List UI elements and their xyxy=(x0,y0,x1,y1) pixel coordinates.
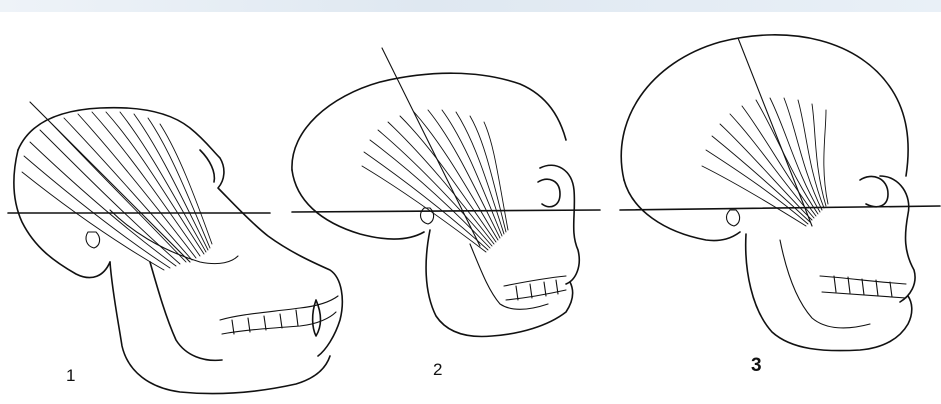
skull-2 xyxy=(292,48,579,336)
skull-3-orbit xyxy=(860,176,888,206)
skull-2-orbit xyxy=(538,179,560,206)
skull-1-temporalis-muscle xyxy=(22,112,212,270)
skull-1-brow xyxy=(200,150,214,182)
skull-2-label: 2 xyxy=(433,360,442,380)
skull-1-ramus xyxy=(150,262,222,360)
horizontal-reference-line-3 xyxy=(620,206,940,210)
skull-2-face xyxy=(540,165,579,284)
skull-1-ear xyxy=(86,232,100,248)
skull-2-temporalis-muscle xyxy=(362,110,508,252)
skull-3-label: 3 xyxy=(751,355,762,377)
skull-3-temporalis-muscle xyxy=(702,98,828,226)
horizontal-reference-line-2 xyxy=(292,210,600,212)
skull-1-cranium xyxy=(18,108,342,356)
skull-3-ear xyxy=(727,210,740,226)
skull-2-cranium xyxy=(292,73,566,170)
skull-1-label: 1 xyxy=(66,366,75,386)
skull-1-mandible xyxy=(110,262,330,394)
skull-2-mandible xyxy=(426,230,573,336)
skull-3 xyxy=(621,35,915,351)
skull-1 xyxy=(14,102,342,394)
skull-3-cranium xyxy=(621,35,908,180)
